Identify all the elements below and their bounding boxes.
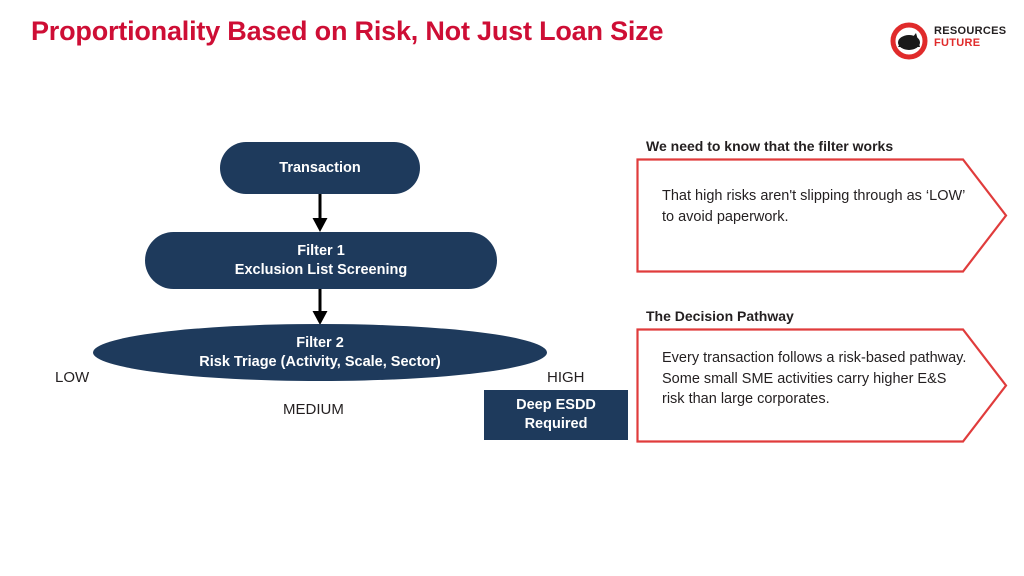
brand-logo: RESOURCES FUTURE — [890, 22, 1010, 62]
callout-decision-pathway-body: Every transaction follows a risk‑based p… — [662, 350, 967, 408]
risk-label-low: LOW — [55, 369, 90, 386]
flow-node-deep-esdd[interactable]: Deep ESDD Required — [484, 390, 628, 440]
callout-filter-works-heading: We need to know that the filter works — [646, 138, 894, 154]
flow-node-transaction-label: Transaction — [279, 159, 361, 176]
flow-node-filter2-label-line1: Filter 2 — [296, 334, 344, 351]
callout-filter-works-arrow-shape — [636, 158, 1008, 273]
connector-transaction-to-filter1 — [307, 194, 333, 239]
flow-node-deep-esdd-label-line1: Deep ESDD — [516, 397, 596, 414]
flow-node-filter1-label-line2: Exclusion List Screening — [234, 261, 408, 278]
logo-wordmark: RESOURCES FUTURE — [934, 25, 1007, 49]
logo-word-future: FUTURE — [934, 36, 981, 49]
page-title: Proportionality Based on Risk, Not Just … — [31, 16, 664, 46]
flow-node-filter1[interactable]: Filter 1 Exclusion List Screening — [145, 232, 497, 289]
flow-node-filter1-label-line1: Filter 1 — [297, 242, 345, 259]
connector-filter1-to-filter2 — [307, 289, 333, 332]
callout-filter-works-body: That high risks aren't slipping through … — [662, 188, 965, 225]
callout-decision-pathway-arrow-shape — [636, 328, 1008, 443]
logo-word-resources: RESOURCES — [934, 25, 1007, 37]
risk-label-medium: MEDIUM — [283, 401, 344, 418]
flow-node-deep-esdd-label-line2: Required — [524, 416, 588, 432]
callout-decision-pathway-heading: The Decision Pathway — [646, 308, 794, 324]
flow-node-transaction[interactable]: Transaction — [220, 142, 420, 194]
flow-node-filter2-label-line2: Risk Triage (Activity, Scale, Sector) — [199, 353, 441, 370]
flow-node-filter2[interactable]: Filter 2 Risk Triage (Activity, Scale, S… — [93, 324, 547, 381]
risk-label-high: HIGH — [547, 369, 585, 386]
logo-mark-icon — [890, 22, 928, 60]
